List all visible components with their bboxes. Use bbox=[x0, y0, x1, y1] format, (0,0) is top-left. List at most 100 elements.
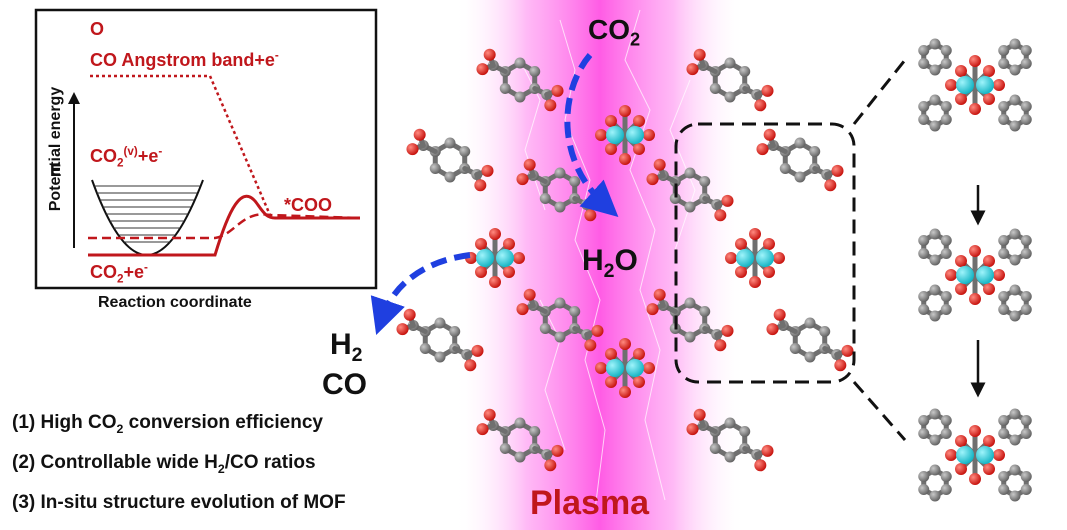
carbon-atom bbox=[419, 343, 431, 354]
oxygen-atom bbox=[643, 129, 655, 141]
oxygen-atom bbox=[513, 252, 525, 264]
oxygen-atom bbox=[983, 65, 995, 77]
products-outflow-arrow bbox=[370, 252, 471, 336]
carbon-atom bbox=[929, 434, 941, 446]
oxygen-atom bbox=[476, 63, 489, 76]
carbon-atom bbox=[1020, 415, 1032, 426]
carbon-atom bbox=[998, 291, 1010, 302]
carbon-atom bbox=[444, 137, 456, 149]
carbon-atom bbox=[1020, 235, 1032, 246]
carbon-atom bbox=[929, 408, 941, 420]
co2-label: CO2 bbox=[588, 16, 640, 49]
carbon-atom bbox=[918, 114, 930, 125]
top-electron-label: +e bbox=[254, 50, 275, 70]
carbon-atom bbox=[819, 326, 831, 337]
carbon-atom bbox=[1009, 434, 1021, 446]
oxygen-atom bbox=[983, 255, 995, 267]
oxygen-atom bbox=[969, 425, 981, 437]
carbon-atom bbox=[539, 193, 551, 204]
oxygen-atom bbox=[993, 449, 1005, 461]
carbon-atom bbox=[434, 317, 446, 329]
copper-atom bbox=[956, 266, 974, 284]
carbon-atom bbox=[918, 415, 930, 426]
mof-fragment-sequence bbox=[918, 38, 1032, 502]
oxygen-atom bbox=[483, 408, 496, 421]
co2-sub: 2 bbox=[630, 29, 641, 50]
oxygen-atom bbox=[955, 283, 967, 295]
oxygen-atom bbox=[619, 153, 631, 165]
vib-electron-charge: - bbox=[158, 145, 163, 158]
oxygen-atom bbox=[471, 344, 484, 357]
copper-atom bbox=[476, 249, 494, 267]
angstrom-band-label: Angstrom band bbox=[121, 50, 255, 70]
carbon-atom bbox=[1009, 38, 1021, 50]
carbon-atom bbox=[929, 254, 941, 266]
oxygen-atom bbox=[749, 276, 761, 288]
oxygen-atom bbox=[983, 435, 995, 447]
carbon-atom bbox=[918, 484, 930, 495]
oxygen-atom bbox=[633, 348, 645, 360]
carbon-atom bbox=[998, 248, 1010, 259]
oxygen-atom bbox=[476, 423, 489, 436]
energy-symbol: E bbox=[50, 161, 62, 180]
carbon-atom bbox=[514, 91, 526, 103]
carbon-atom bbox=[1009, 464, 1021, 476]
oxygen-atom bbox=[516, 173, 529, 186]
ground-state-label: CO2+e- bbox=[90, 262, 148, 285]
oxygen-atom bbox=[693, 48, 706, 61]
oxygen-atom bbox=[766, 323, 779, 336]
oxygen-atom bbox=[413, 128, 426, 141]
oxygen-atom bbox=[653, 158, 666, 171]
carbon-atom bbox=[998, 471, 1010, 482]
carbon-atom bbox=[1009, 254, 1021, 266]
carbon-atom bbox=[940, 248, 952, 259]
co-product-label: CO bbox=[322, 368, 367, 401]
carbon-atom bbox=[918, 428, 930, 439]
co-label: CO bbox=[90, 50, 117, 70]
oxygen-atom bbox=[595, 362, 607, 374]
oxygen-atom bbox=[749, 228, 761, 240]
oxygen-atom bbox=[605, 348, 617, 360]
oxygen-atom bbox=[619, 338, 631, 350]
oxygen-atom bbox=[983, 93, 995, 105]
carbon-atom bbox=[940, 58, 952, 69]
oxygen-atom bbox=[584, 339, 597, 352]
oxygen-atom bbox=[406, 143, 419, 156]
carbon-atom bbox=[940, 235, 952, 246]
carbon-atom bbox=[1020, 114, 1032, 125]
carbon-atom bbox=[449, 326, 461, 337]
oxygen-atom bbox=[763, 238, 775, 250]
oxygen-atom bbox=[761, 444, 774, 457]
carbon-atom bbox=[929, 284, 941, 296]
ground-sub: 2 bbox=[117, 272, 124, 286]
oxygen-atom bbox=[714, 339, 727, 352]
vib-electron: +e bbox=[137, 146, 159, 166]
carbon-atom bbox=[940, 415, 952, 426]
carbon-atom bbox=[998, 304, 1010, 315]
co2-inflow-arrow bbox=[564, 53, 619, 218]
oxygen-atom bbox=[653, 288, 666, 301]
h2-h: H bbox=[330, 328, 352, 361]
oxygen-atom bbox=[693, 408, 706, 421]
carbon-atom bbox=[699, 306, 711, 317]
carbon-atom bbox=[998, 114, 1010, 125]
h2o-label: H2O bbox=[582, 246, 638, 282]
oxygen-atom bbox=[633, 376, 645, 388]
zoom-box bbox=[674, 122, 856, 384]
zoom-line-bottom bbox=[852, 381, 907, 441]
claim-1-prefix: (1) High CO bbox=[12, 412, 117, 433]
carbon-atom bbox=[1009, 490, 1021, 502]
carbon-atom bbox=[684, 201, 696, 213]
oxygen-atom bbox=[686, 63, 699, 76]
energy-panel-frame bbox=[34, 8, 378, 290]
oxygen-atom bbox=[955, 255, 967, 267]
carbon-atom bbox=[929, 94, 941, 106]
carbon-atom bbox=[429, 163, 441, 174]
oxygen-atom bbox=[551, 84, 564, 97]
oxygen-atom bbox=[591, 324, 604, 337]
copper-atom bbox=[976, 266, 994, 284]
carbon-atom bbox=[499, 83, 511, 94]
oxygen-atom bbox=[983, 463, 995, 475]
claim-1-suffix: conversion efficiency bbox=[123, 412, 323, 433]
